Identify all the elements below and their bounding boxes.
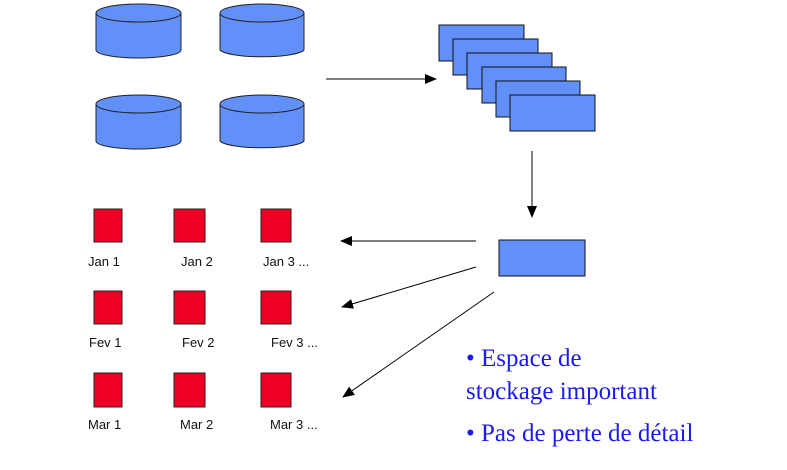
stacked-pages: [438, 24, 596, 132]
cell-square: [173, 372, 206, 408]
cell-label: Jan 2: [181, 254, 213, 269]
source-databases: [95, 3, 305, 150]
page-rect: [509, 94, 596, 132]
cell-square: [260, 290, 292, 325]
cell-square: [173, 208, 206, 243]
cell-label: Mar 1: [88, 417, 122, 432]
cell-label: Jan 1: [88, 254, 120, 269]
aggregate-rect: [498, 239, 586, 277]
cell-square: [93, 372, 123, 408]
cell-label: Mar 3 ...: [270, 417, 318, 432]
arrow-to-fev: [341, 266, 477, 309]
cell-grid: [93, 208, 292, 408]
cell-square: [260, 372, 292, 408]
arrow-to-mar: [342, 291, 495, 398]
database-cylinder-icon: [95, 3, 182, 59]
cell-label: Fev 2: [182, 335, 215, 350]
cell-label: Mar 2: [180, 417, 214, 432]
database-cylinder-icon: [219, 3, 305, 58]
database-cylinder-icon: [219, 94, 305, 149]
cell-label: Jan 3 ...: [263, 254, 310, 269]
bullet-storage: • Espace de: [466, 345, 582, 372]
bullet-no-detail-loss: • Pas de perte de détail: [466, 420, 694, 447]
bullet-storage-cont: stockage important: [466, 378, 657, 405]
cell-square: [173, 290, 206, 325]
cell-square: [93, 208, 123, 243]
cell-square: [260, 208, 292, 243]
cell-square: [93, 290, 123, 325]
cell-label: Fev 1: [89, 335, 122, 350]
cell-label: Fev 3 ...: [271, 335, 318, 350]
database-cylinder-icon: [95, 94, 182, 150]
